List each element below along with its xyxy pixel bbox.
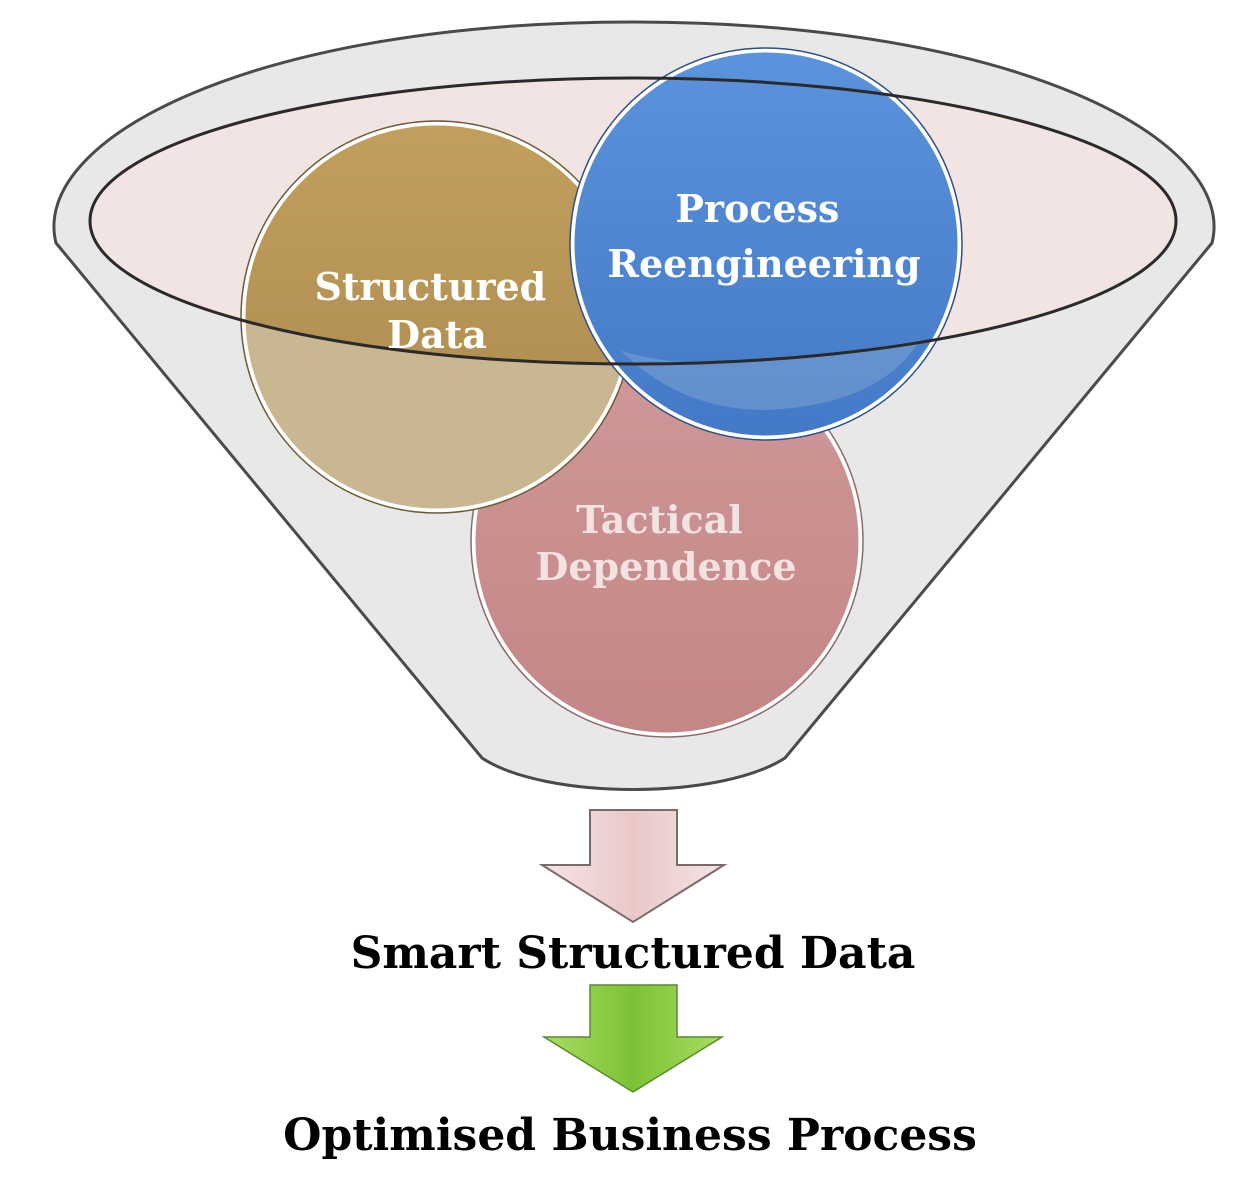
structured-data-label: Structured Data (315, 264, 560, 357)
smart-structured-data-label: Smart Structured Data (351, 928, 916, 979)
optimised-business-process-label: Optimised Business Process (283, 1110, 977, 1161)
tactical-dependence-label: Tactical Dependence (535, 497, 796, 589)
process-reengineering-label: Process Reengineering (607, 186, 920, 286)
down-arrow-2 (541, 984, 725, 1093)
process-reengineering-circle (569, 47, 963, 441)
down-arrow-1 (538, 809, 728, 924)
